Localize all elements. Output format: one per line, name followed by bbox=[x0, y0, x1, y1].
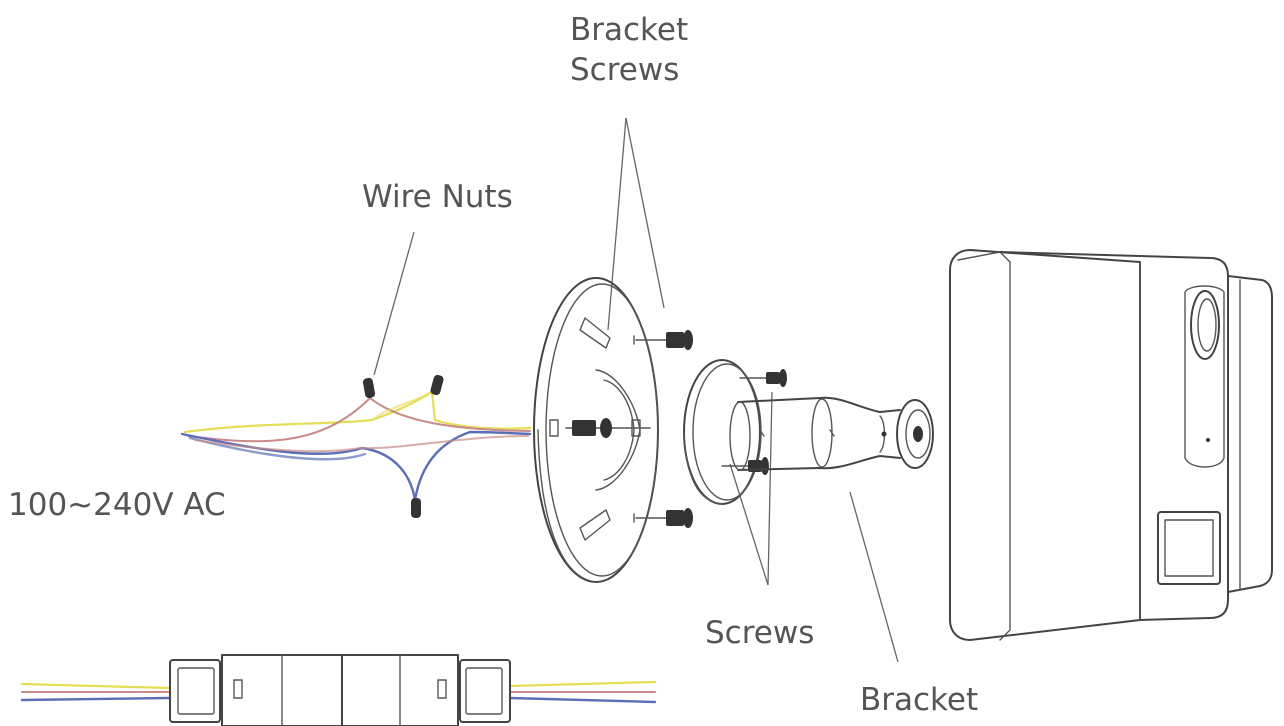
wire-yellow-2 bbox=[370, 390, 434, 422]
leader-bracket bbox=[849, 491, 899, 663]
base-screw-top bbox=[739, 369, 787, 387]
leader-bracket-screws-b bbox=[625, 117, 665, 309]
bracket-screws-label-line2: Screws bbox=[570, 52, 680, 88]
bracket-screws-label-line1: Bracket bbox=[570, 12, 689, 48]
wire-nuts-label: Wire Nuts bbox=[362, 179, 513, 215]
center-screw bbox=[565, 418, 651, 438]
inline-connector bbox=[20, 654, 657, 726]
bracket-screw-bottom bbox=[633, 508, 693, 528]
wire-yellow-1 bbox=[183, 390, 532, 434]
bracket-arm bbox=[729, 396, 934, 471]
leader-bracket-screws-a bbox=[607, 117, 627, 331]
wire-red-1 bbox=[187, 396, 531, 443]
light-fixture bbox=[949, 249, 1273, 641]
wire-blue-1 bbox=[180, 430, 532, 501]
bracket-screws-label: Bracket Screws bbox=[570, 10, 688, 90]
wire-red-2 bbox=[194, 435, 529, 453]
wire-blue-2 bbox=[188, 436, 367, 461]
voltage-label: 100~240V AC bbox=[8, 487, 226, 523]
leader-screws-b bbox=[767, 391, 773, 586]
leader-wire-nuts bbox=[373, 231, 415, 376]
leader-lines bbox=[373, 117, 899, 663]
bracket-screw-top bbox=[633, 330, 693, 350]
wire-nut-2 bbox=[430, 374, 444, 396]
leader-screws-a bbox=[729, 463, 769, 586]
base-screws bbox=[721, 369, 787, 475]
wire-nut-3 bbox=[411, 498, 421, 518]
ac-wires bbox=[180, 390, 532, 501]
bracket-label: Bracket bbox=[860, 682, 979, 718]
mounting-plate bbox=[533, 277, 659, 583]
bracket-screws bbox=[565, 330, 693, 528]
wire-nuts bbox=[362, 374, 444, 518]
bracket-base bbox=[683, 359, 762, 505]
screws-label: Screws bbox=[705, 615, 815, 651]
wire-nut-1 bbox=[362, 377, 376, 399]
